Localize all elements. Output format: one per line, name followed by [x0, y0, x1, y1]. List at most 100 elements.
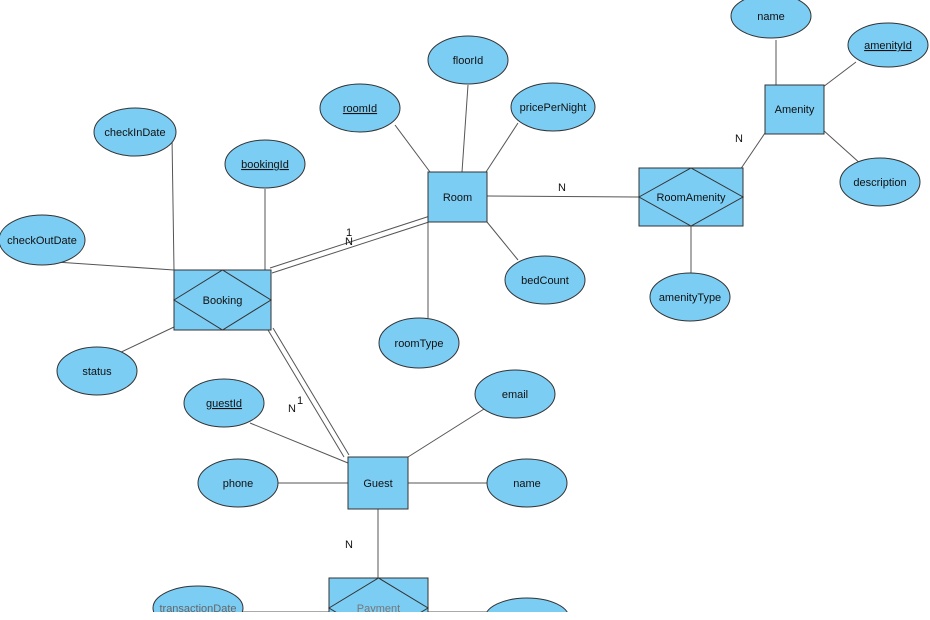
double-line-booking-room-a: [269, 215, 431, 269]
attribute-label: pricePerNight: [520, 102, 587, 114]
attribute-ellipse: [474, 369, 556, 419]
connector-lines: [55, 40, 863, 612]
attribute-label-key: guestId: [206, 398, 242, 410]
attribute-label-key: roomId: [343, 103, 377, 115]
line-room-roomamenity: [486, 195, 640, 198]
attribute-ellipse: [649, 272, 731, 322]
attribute-floorid[interactable]: floorId: [427, 35, 509, 85]
attribute-name-amenity[interactable]: name: [730, 0, 812, 39]
amenity-label: Amenity: [775, 104, 815, 116]
line-amenityid-amenity: [822, 61, 857, 88]
attribute-label: amenityType: [659, 292, 721, 304]
attribute-description[interactable]: description: [839, 157, 921, 207]
line-checkindate-booking: [171, 136, 175, 271]
attribute-label: name: [757, 11, 785, 23]
attribute-label: bedCount: [521, 275, 569, 287]
attribute-label: description: [853, 177, 906, 189]
line-guestid-guest: [249, 422, 349, 464]
attribute-name-guest[interactable]: name: [486, 458, 568, 508]
amenity-box: [764, 84, 825, 135]
booking-label: Booking: [203, 295, 243, 307]
attribute-status[interactable]: status: [56, 346, 138, 396]
attribute-label: phone: [223, 478, 254, 490]
roomamenity-diamond: [637, 167, 745, 227]
line-bedcount-room: [486, 221, 519, 261]
payment-diamond: [328, 577, 429, 612]
attribute-amenityid[interactable]: amenityId: [847, 22, 929, 68]
attribute-ellipse: [197, 458, 279, 508]
attribute-ellipse: [486, 458, 568, 508]
line-status-booking: [114, 326, 175, 356]
guest-label: Guest: [363, 478, 392, 490]
attribute-ellipse: [319, 83, 401, 133]
attribute-amenitytype[interactable]: amenityType: [649, 272, 731, 322]
line-roomid-room: [394, 124, 431, 173]
attribute-bookingid[interactable]: bookingId: [224, 139, 306, 189]
attribute-label: roomType: [395, 338, 444, 350]
attribute-unlabeled-partial[interactable]: [485, 597, 569, 620]
roomamenity-label: RoomAmenity: [656, 192, 726, 204]
room-label: Room: [443, 192, 472, 204]
entity-guest[interactable]: Guest: [347, 456, 409, 510]
double-line-booking-guest-b: [272, 327, 350, 456]
booking-diamond: [173, 269, 272, 331]
line-pricepernight-room: [485, 122, 519, 173]
line-floorid-room: [461, 84, 469, 173]
attribute-label: transactionDate: [159, 603, 236, 615]
attribute-ellipse: [847, 22, 929, 68]
attribute-label: status: [82, 366, 112, 378]
attribute-label-key: amenityId: [864, 40, 912, 52]
line-checkoutdate-booking: [55, 261, 175, 271]
entity-room[interactable]: Room: [427, 171, 488, 223]
attribute-ellipse: [56, 346, 138, 396]
attribute-label: checkInDate: [104, 127, 165, 139]
attribute-label: checkOutDate: [7, 235, 77, 247]
attribute-checkindate[interactable]: checkInDate: [93, 107, 177, 157]
attribute-label: floorId: [453, 55, 484, 67]
attribute-roomid[interactable]: roomId: [319, 83, 401, 133]
attribute-ellipse: [730, 0, 812, 39]
attribute-ellipse: [183, 378, 265, 428]
attribute-label: email: [502, 389, 528, 401]
cardinality-guest-payment: N: [345, 539, 353, 551]
attribute-phone[interactable]: phone: [197, 458, 279, 508]
attribute-label-key: bookingId: [241, 159, 289, 171]
cardinality-booking-guest-1: 1: [297, 395, 303, 407]
attribute-pricepernight[interactable]: pricePerNight: [510, 82, 596, 132]
attribute-transactiondate[interactable]: transactionDate: [152, 585, 244, 620]
attribute-ellipse: [504, 255, 586, 305]
attribute-email[interactable]: email: [474, 369, 556, 419]
entity-amenity[interactable]: Amenity: [764, 84, 825, 135]
attribute-ellipse: [93, 107, 177, 157]
cardinality-amenity-roomamenity: N: [735, 133, 743, 145]
line-email-guest: [407, 408, 485, 458]
attribute-ellipse: [427, 35, 509, 85]
cardinality-room-roomamenity: N: [558, 182, 566, 194]
double-line-booking-room-b: [271, 220, 433, 274]
attribute-ellipse: [0, 214, 86, 266]
attribute-ellipse: [378, 317, 460, 369]
cardinality-labels: N N 1 N N 1 N: [288, 133, 743, 551]
attribute-roomtype[interactable]: roomType: [378, 317, 460, 369]
guest-box: [347, 456, 409, 510]
attribute-bedcount[interactable]: bedCount: [504, 255, 586, 305]
line-description-amenity: [822, 129, 863, 166]
attribute-ellipse: [839, 157, 921, 207]
relationship-booking[interactable]: Booking: [173, 269, 272, 331]
attribute-ellipse: [486, 597, 568, 612]
cardinality-booking-room-1: 1: [346, 227, 352, 239]
cardinality-booking-room-n: N: [345, 236, 353, 248]
double-line-booking-guest-a: [267, 329, 345, 458]
line-amenity-roomamenity: [739, 132, 766, 171]
relationship-roomamenity[interactable]: RoomAmenity: [637, 167, 745, 227]
attribute-guestid[interactable]: guestId: [183, 378, 265, 428]
payment-label: Payment: [357, 603, 400, 615]
attribute-label: name: [513, 478, 541, 490]
attribute-ellipse: [510, 82, 596, 132]
relationship-payment[interactable]: Payment: [328, 577, 429, 620]
attribute-checkoutdate[interactable]: checkOutDate: [0, 214, 86, 266]
cardinality-booking-guest-n: N: [288, 403, 296, 415]
room-box: [427, 171, 488, 223]
attribute-ellipse: [224, 139, 306, 189]
